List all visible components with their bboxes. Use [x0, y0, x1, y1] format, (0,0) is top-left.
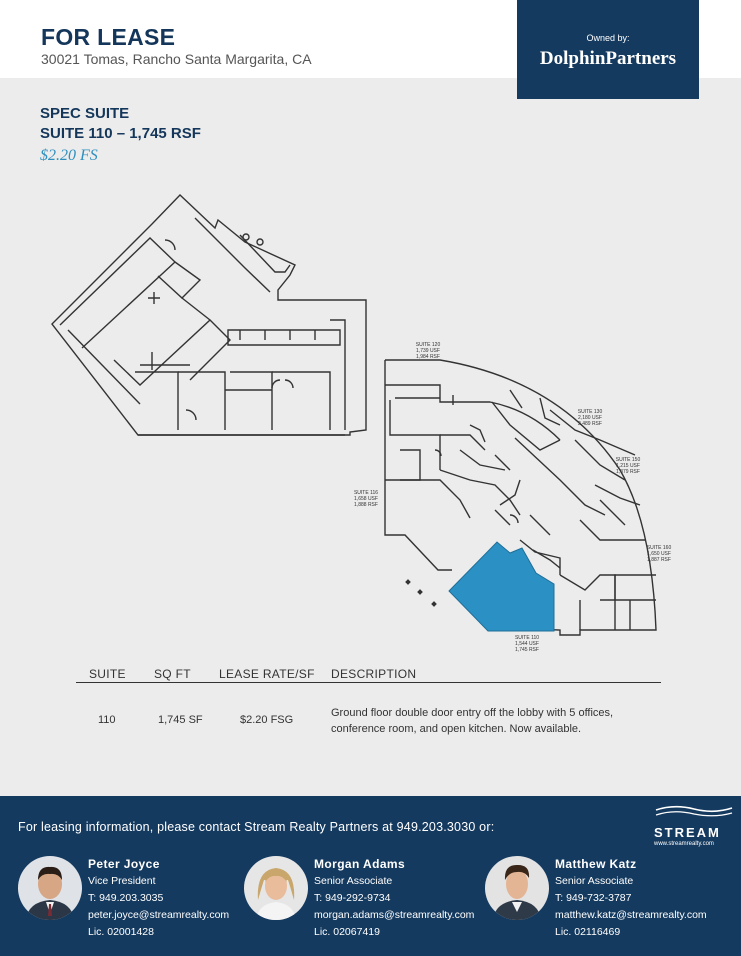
suite-label-130: SUITE 130 2,180 USF 2,489 RSF: [578, 409, 603, 427]
suite-label-130-rsf: 2,489 RSF: [578, 421, 602, 427]
footer: For leasing information, please contact …: [0, 796, 741, 956]
col-sqft: SQ FT: [154, 667, 191, 681]
agent-phone[interactable]: T: 949.203.3035: [88, 892, 164, 904]
agent-info: Matthew Katz Senior Associate T: 949-732…: [555, 856, 707, 941]
stream-wave-icon: [655, 805, 733, 817]
property-address: 30021 Tomas, Rancho Santa Margarita, CA: [41, 51, 312, 67]
agent-email[interactable]: peter.joyce@streamrealty.com: [88, 909, 230, 921]
suite-label-110-rsf: 1,745 RSF: [515, 647, 539, 653]
owner-logo: DolphinPartners: [539, 48, 677, 69]
agent-license: Lic. 02116469: [555, 926, 621, 938]
suite-label-116-name: SUITE 116: [354, 490, 378, 496]
suite-label-160-usf: 1,650 USF: [647, 551, 671, 557]
agent-name: Matthew Katz: [555, 857, 637, 871]
suite-label-120-rsf: 1,984 RSF: [416, 354, 440, 360]
col-suite: SUITE: [89, 667, 126, 681]
row-description-line2: conference room, and open kitchen. Now a…: [331, 723, 582, 735]
owner-box: Owned by: DolphinPartners: [517, 0, 699, 99]
suite-label-120: SUITE 120 1,739 USF 1,984 RSF: [416, 342, 441, 360]
agent-phone[interactable]: T: 949-732-3787: [555, 892, 632, 904]
suite-label-120-usf: 1,739 USF: [416, 348, 440, 354]
suite-label-116-usf: 1,658 USF: [354, 496, 378, 502]
suite-info: SPEC SUITE SUITE 110 – 1,745 RSF $2.20 F…: [40, 104, 201, 165]
row-suite: 110: [98, 714, 116, 726]
suite-size: SUITE 110 – 1,745 RSF: [40, 125, 201, 142]
agent-photo: [485, 856, 549, 920]
agent-license: Lic. 02067419: [314, 926, 380, 938]
agent-photo: [18, 856, 82, 920]
suite-label-150-name: SUITE 150: [616, 457, 641, 463]
col-rate: LEASE RATE/SF: [219, 667, 315, 681]
agent-phone[interactable]: T: 949-292-9734: [314, 892, 391, 904]
agent-title: Senior Associate: [555, 875, 634, 887]
lower-building-outline: [384, 359, 657, 636]
stream-logo-url: www.streamrealty.com: [654, 841, 714, 847]
agent-license: Lic. 02001428: [88, 926, 154, 938]
suite-type: SPEC SUITE: [40, 105, 130, 122]
table-header: SUITE SQ FT LEASE RATE/SF DESCRIPTION: [76, 664, 661, 683]
suite-label-150-usf: 1,215 USF: [616, 463, 640, 469]
agent-title: Vice President: [88, 875, 156, 887]
suite-label-160: SUITE 160 1,650 USF 1,887 RSF: [647, 545, 672, 563]
owned-by-label: Owned by:: [586, 33, 630, 43]
agent-name: Peter Joyce: [88, 857, 160, 871]
upper-building-outline: [51, 194, 367, 436]
suite-label-130-usf: 2,180 USF: [578, 415, 602, 421]
suite-label-110-usf: 1,544 USF: [515, 641, 539, 647]
floor-plan: SUITE 120 1,739 USF 1,984 RSF SUITE 130 …: [51, 194, 672, 653]
suite-label-150: SUITE 150 1,215 USF 1,379 RSF: [616, 457, 641, 475]
suite-label-116-rsf: 1,888 RSF: [354, 502, 378, 508]
suite-label-160-name: SUITE 160: [647, 545, 672, 551]
agent-email[interactable]: matthew.katz@streamrealty.com: [555, 909, 707, 921]
agent-info: Peter Joyce Vice President T: 949.203.30…: [88, 856, 229, 941]
agent-photo: [244, 856, 308, 920]
suite-rate: $2.20 FS: [40, 147, 98, 164]
page-title: FOR LEASE: [41, 24, 176, 50]
row-sqft: 1,745 SF: [158, 714, 203, 726]
agent-title: Senior Associate: [314, 875, 393, 887]
suite-label-116: SUITE 116 1,658 USF 1,888 RSF: [354, 490, 378, 508]
suite-label-110-name: SUITE 110: [515, 635, 539, 641]
row-description-line1: Ground floor double door entry off the l…: [331, 707, 614, 719]
contact-text: For leasing information, please contact …: [18, 820, 495, 834]
agent-email[interactable]: morgan.adams@streamrealty.com: [314, 909, 475, 921]
suite-label-120-name: SUITE 120: [416, 342, 441, 348]
stream-logo-word: STREAM: [654, 825, 721, 840]
col-description: DESCRIPTION: [331, 667, 417, 681]
agent-name: Morgan Adams: [314, 857, 406, 871]
suite-label-130-name: SUITE 130: [578, 409, 603, 415]
agent-info: Morgan Adams Senior Associate T: 949-292…: [314, 856, 474, 941]
exterior-markers: [405, 579, 437, 607]
stream-logo: STREAM www.streamrealty.com: [654, 804, 736, 847]
suite-label-110: SUITE 110 1,544 USF 1,745 RSF: [515, 635, 539, 653]
suite-110-highlight: [448, 541, 555, 632]
suite-label-150-rsf: 1,379 RSF: [616, 469, 640, 475]
row-rate: $2.20 FSG: [240, 714, 294, 726]
suite-label-160-rsf: 1,887 RSF: [647, 557, 671, 563]
